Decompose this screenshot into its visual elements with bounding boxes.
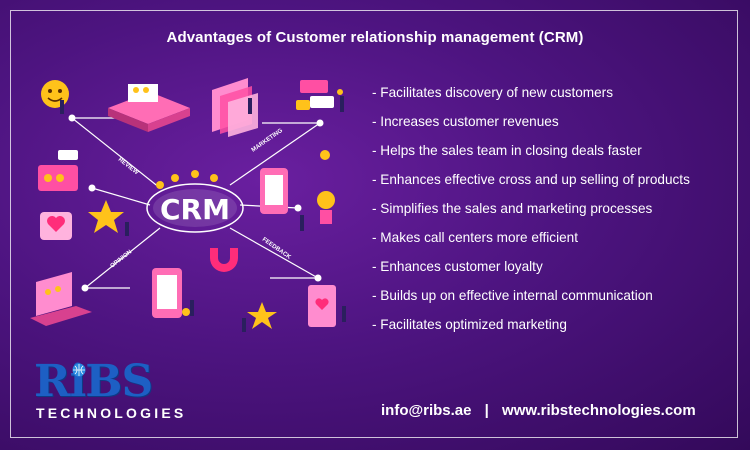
company-logo: RiBS TECHNOLOGIES	[34, 356, 183, 424]
email-link[interactable]: info@ribs.ae	[381, 402, 472, 419]
smiley-icon	[41, 80, 69, 108]
advantages-list: - Facilitates discovery of new customers…	[372, 84, 690, 345]
crm-hub: CRM	[146, 170, 244, 233]
logo-wordmark: RiBS	[34, 356, 153, 407]
website-link[interactable]: www.ribstechnologies.com	[502, 402, 696, 419]
border-frame	[10, 10, 738, 438]
phone-icon	[260, 150, 330, 214]
branch-label-feedback: FEEDBACK	[261, 237, 292, 261]
list-item: - Facilitates optimized marketing	[372, 317, 567, 332]
list-item: - Simplifies the sales and marketing pro…	[372, 201, 653, 216]
logo-subtitle: TECHNOLOGIES	[36, 405, 187, 421]
review-platform-icon	[108, 84, 190, 132]
connector-dots	[68, 114, 324, 292]
crm-label: CRM	[160, 193, 230, 226]
ideas-icon	[317, 191, 335, 224]
list-item: - Helps the sales team in closing deals …	[372, 143, 642, 158]
crm-illustration: CRM REVIEW MARKETING OPINION FEEDBACK	[30, 78, 346, 332]
heart-bubble-icon	[40, 212, 72, 240]
laptop-icon	[30, 272, 92, 326]
contact-info: info@ribs.ae | www.ribstechnologies.com	[381, 402, 696, 419]
page-title: Advantages of Customer relationship mana…	[166, 29, 584, 46]
list-item: - Increases customer revenues	[372, 114, 559, 129]
branch-label-review: REVIEW	[117, 157, 140, 177]
list-item: - Facilitates discovery of new customers	[372, 85, 613, 100]
star-icon	[88, 200, 124, 233]
contact-separator: |	[484, 402, 489, 419]
list-item: - Makes call centers more efficient	[372, 230, 578, 245]
globe-icon	[72, 363, 86, 377]
branch-label-marketing: MARKETING	[251, 128, 284, 154]
people-figures	[60, 96, 346, 332]
feedback-tablet-icon	[247, 285, 336, 329]
magnet-phone-icon	[152, 248, 238, 318]
rating-bubbles-icon	[296, 80, 343, 110]
list-item: - Enhances effective cross and up sellin…	[372, 172, 690, 187]
list-item: - Builds up on effective internal commun…	[372, 288, 653, 303]
branch-label-opinion: OPINION	[110, 249, 134, 269]
list-item: - Enhances customer loyalty	[372, 259, 543, 274]
phone-rating-icon	[38, 150, 78, 191]
